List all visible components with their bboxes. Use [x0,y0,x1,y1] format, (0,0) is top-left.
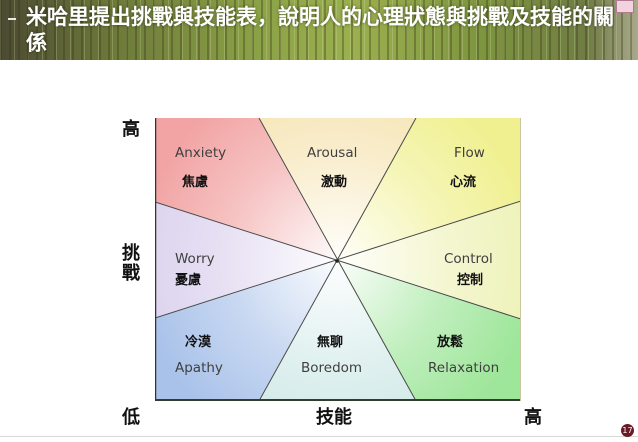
x-axis-label: 技能 [316,407,352,428]
label-anxiety: Anxiety [175,145,227,161]
y-axis-high-label: 高 [122,119,140,140]
label-relaxation: Relaxation [428,360,500,376]
label-control-zh: 控制 [457,273,484,288]
label-apathy: Apathy [175,360,223,376]
label-worry-zh: 憂慮 [175,273,202,288]
label-flow: Flow [454,145,485,161]
label-relaxation-zh: 放鬆 [437,335,464,350]
y-axis-label: 挑戰 [122,243,140,284]
label-anxiety-zh: 焦慮 [182,175,209,190]
label-arousal-zh: 激動 [321,175,348,190]
label-worry: Worry [175,251,215,267]
label-arousal: Arousal [307,145,358,161]
label-boredom-zh: 無聊 [317,335,344,350]
x-axis-high-label: 高 [524,407,542,428]
flow-model-diagram: Anxiety 焦慮 Arousal 激動 Flow 心流 Worry 憂慮 C… [155,118,521,401]
bullet-dash [8,18,16,20]
page-number-badge: 17 [621,424,634,437]
label-control: Control [444,251,493,267]
label-boredom: Boredom [301,360,363,376]
footer-divider [0,436,638,437]
label-flow-zh: 心流 [450,175,477,190]
banner-sign-decoration [616,0,634,13]
label-apathy-zh: 冷漠 [185,335,212,350]
title-banner: 米哈里提出挑戰與技能表，說明人的心理狀態與挑戰及技能的關係 [0,0,638,60]
x-axis-low-label: 低 [122,407,140,428]
diagram-graphic [155,118,521,401]
slide-title: 米哈里提出挑戰與技能表，說明人的心理狀態與挑戰及技能的關係 [26,5,614,55]
center-point [335,259,339,263]
